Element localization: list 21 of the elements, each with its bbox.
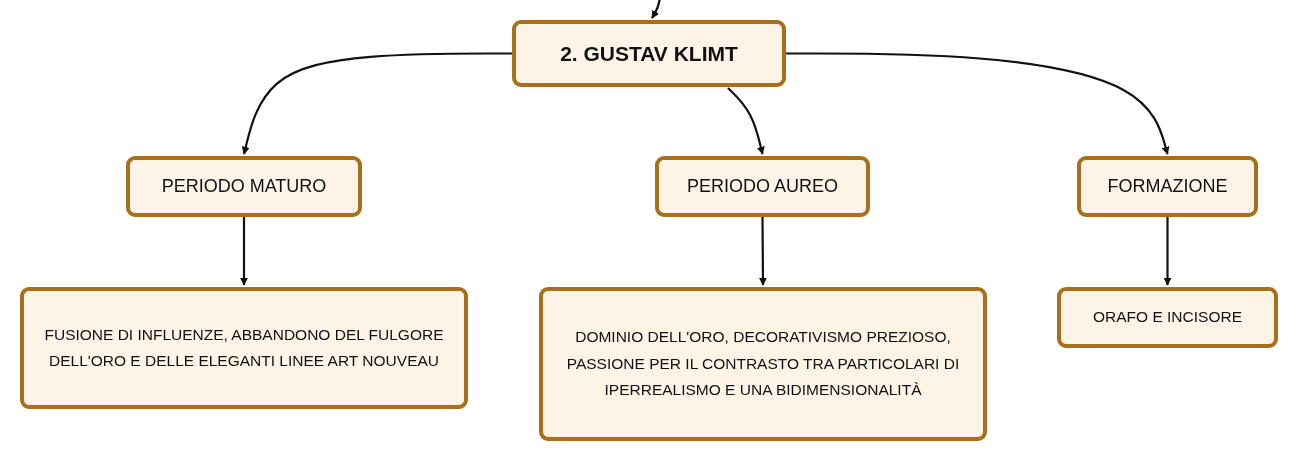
node-text: FUSIONE DI INFLUENZE, ABBANDONO DEL FULGORE DELL'ORO E DELLE ELEGANTI LINEE ART NOUVEAU: [43, 324, 445, 371]
arrow: [786, 52, 1170, 155]
arrow: [241, 52, 512, 155]
node-text: 2. GUSTAV KLIMT: [560, 41, 738, 66]
concept-box: [539, 287, 987, 441]
node-text: DOMINIO DELL'ORO, DECORATIVISMO PREZIOSO, PASSIONE PER IL CONTRASTO TRA PARTICOLARI DI IPERREALISMO E UNA BIDIMENSIONALITÀ: [565, 327, 961, 401]
concept-box: [655, 156, 870, 217]
arrow: [1163, 217, 1172, 286]
concept-box: [126, 156, 362, 217]
node-text: FORMAZIONE: [1107, 176, 1228, 197]
arrow: [727, 87, 765, 155]
node-text: ORAFO E INCISORE: [1093, 307, 1242, 328]
arrow: [651, 0, 662, 19]
concept-box: [512, 20, 786, 87]
concept-box: [1077, 156, 1258, 217]
node-text: PERIODO MATURO: [161, 176, 327, 197]
concept-box: [20, 287, 468, 409]
concept-box: [1057, 287, 1278, 348]
arrow: [758, 217, 767, 286]
arrow: [240, 217, 248, 286]
node-text: PERIODO AUREO: [687, 176, 838, 197]
